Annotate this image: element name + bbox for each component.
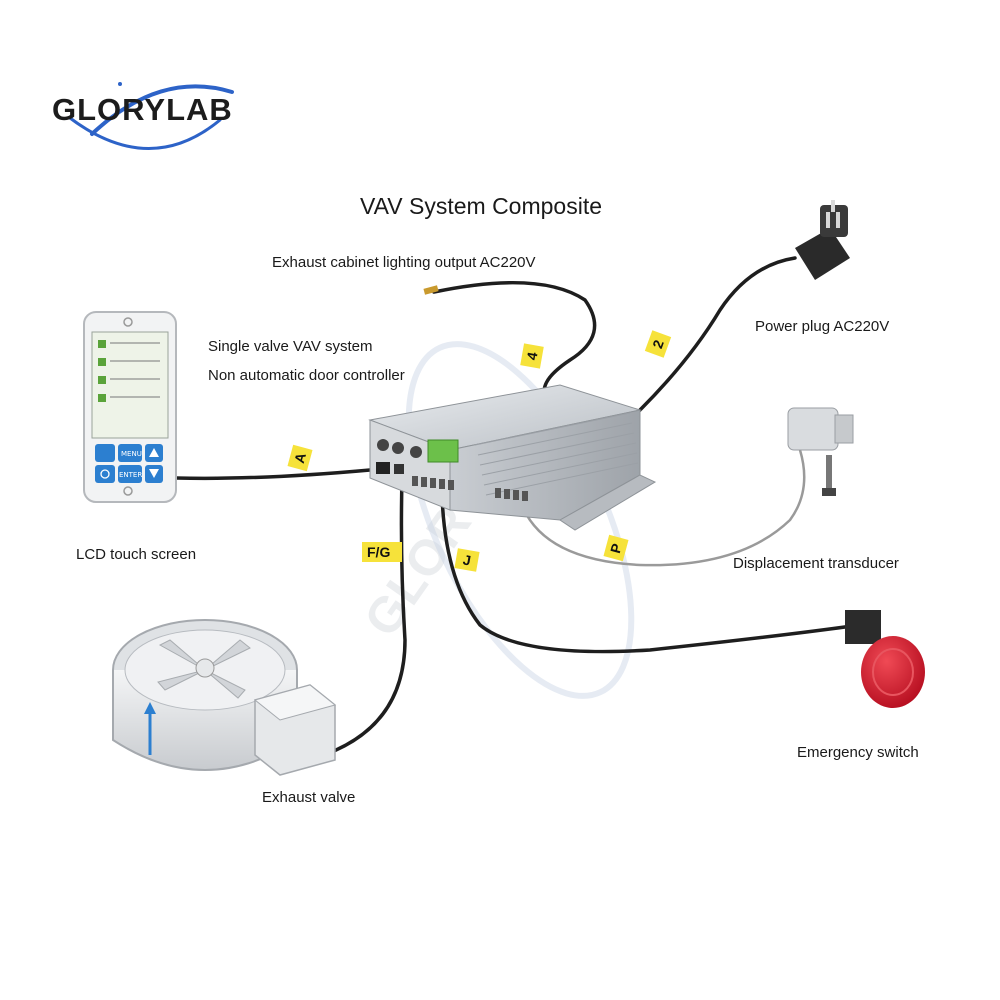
power-plug [795, 200, 850, 280]
exhaust-valve [112, 619, 337, 776]
tag-a-text: A [291, 451, 309, 465]
tag-p: P [603, 534, 629, 562]
tag-a: A [287, 444, 313, 472]
lamp-key[interactable] [95, 444, 115, 462]
lcd-touch-screen-device: MENU ENTER [83, 311, 177, 503]
label-lcd-screen: LCD touch screen [76, 546, 197, 563]
tag-4: 4 [520, 343, 544, 369]
cable-a [174, 468, 372, 481]
cable-fg [313, 476, 407, 760]
cable-2 [638, 256, 797, 412]
enter-key-label: ENTER [119, 471, 142, 479]
label-non-auto-door: Non automatic door controller [208, 367, 405, 384]
cable-p [518, 448, 806, 567]
lcd-display [91, 331, 169, 439]
tag-fg-text: F/G [367, 544, 390, 560]
menu-key[interactable] [118, 444, 142, 462]
menu-key-label: MENU [121, 450, 142, 458]
label-emergency: Emergency switch [797, 744, 919, 761]
tag-fg: F/G [362, 542, 402, 562]
label-displacement: Displacement transducer [733, 555, 899, 572]
glorylab-logo: GLORYLAB [52, 82, 234, 150]
power-icon [100, 469, 110, 479]
displacement-transducer [787, 407, 854, 496]
tag-2: 2 [644, 330, 672, 358]
label-lighting-output: Exhaust cabinet lighting output AC220V [272, 254, 536, 271]
terminal-block [427, 439, 459, 463]
cables [174, 256, 854, 760]
label-single-valve: Single valve VAV system [208, 338, 373, 355]
diagram-title: VAV System Composite [360, 193, 603, 219]
enter-key[interactable] [118, 465, 142, 483]
controller-box [368, 384, 657, 531]
tag-j-text: J [462, 551, 472, 568]
tag-p-text: P [607, 542, 625, 555]
up-arrow-icon [149, 448, 159, 457]
emergency-switch [845, 610, 925, 708]
flow-arrow-icon [144, 702, 156, 714]
cable-j [440, 493, 854, 654]
watermark-swoosh [405, 341, 635, 699]
label-exhaust-valve: Exhaust valve [262, 789, 356, 806]
power-key[interactable] [95, 465, 115, 483]
lighting-connector [423, 285, 439, 295]
logo-text: GLORYLAB [52, 92, 233, 127]
tag-j: J [454, 548, 480, 572]
cable-4 [432, 281, 597, 397]
label-power-plug: Power plug AC220V [755, 318, 890, 335]
down-arrow-icon [149, 469, 159, 478]
tag-4-text: 4 [523, 351, 540, 362]
